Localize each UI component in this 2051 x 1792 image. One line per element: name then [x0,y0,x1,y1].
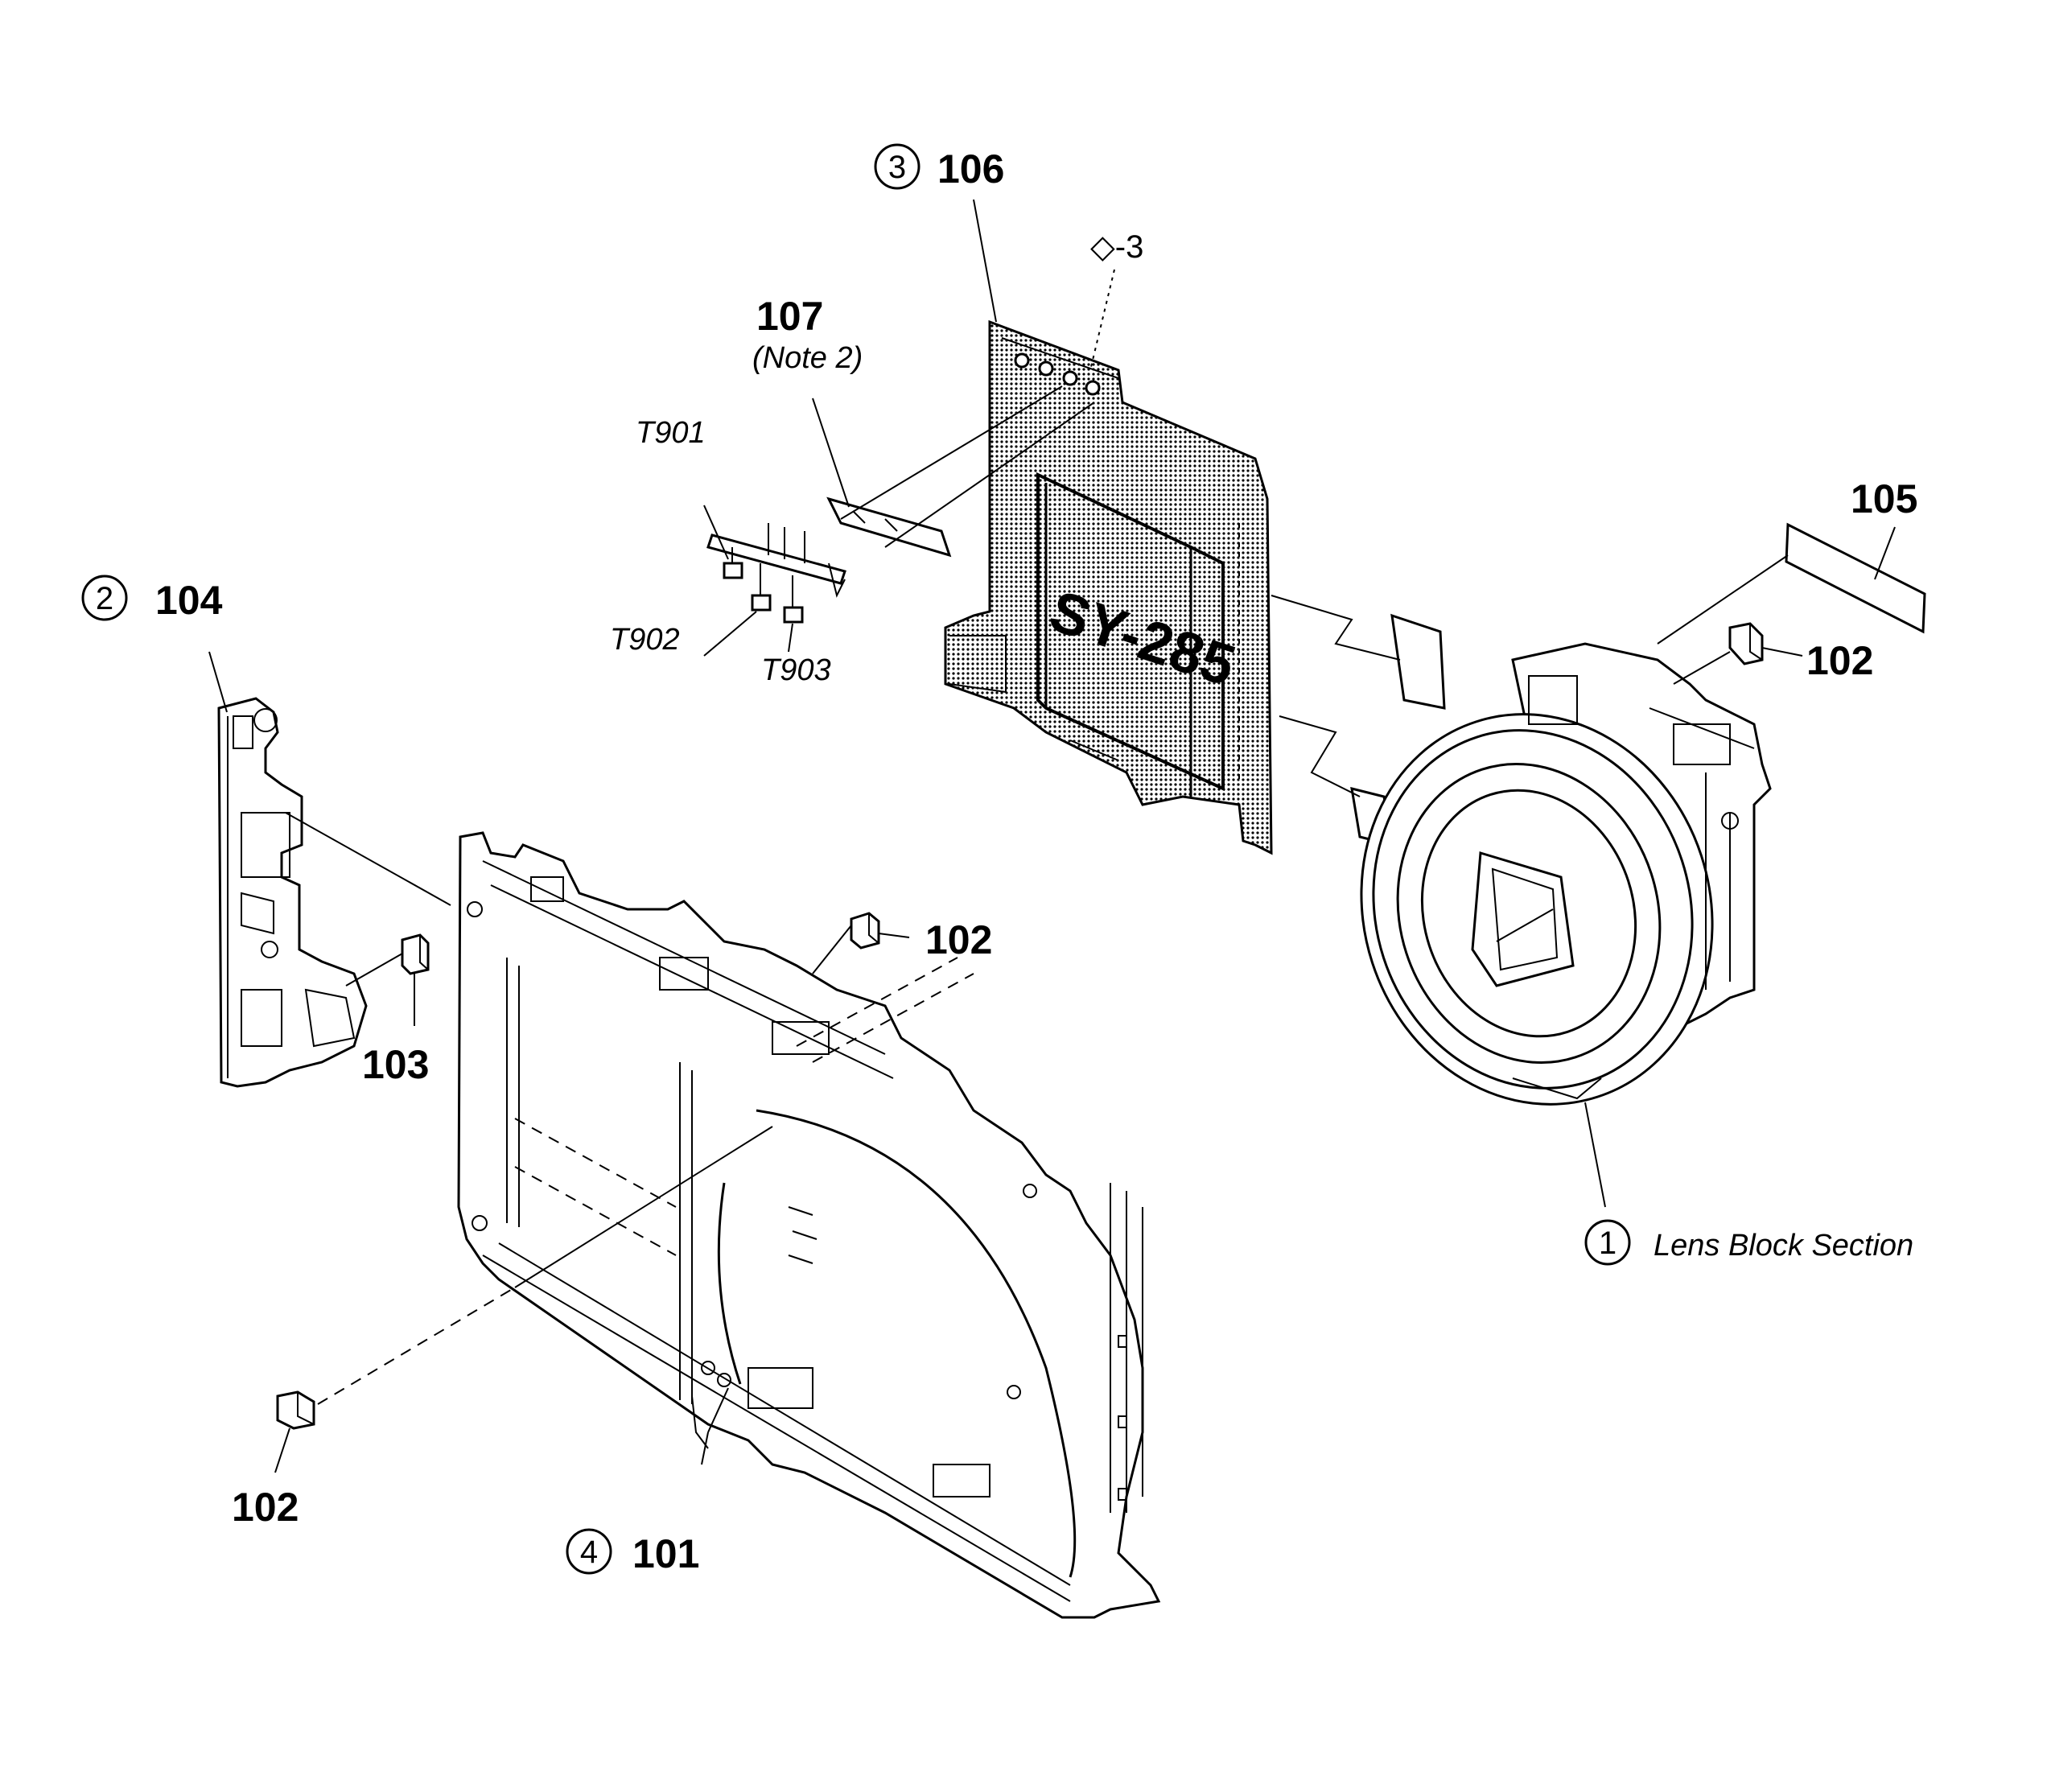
ref-102-mid-label: 102 [925,917,992,962]
svg-text:2: 2 [96,581,113,616]
ref-103-label: 103 [362,1042,429,1087]
circled-number-1: 1 [1584,1219,1631,1266]
ref-104-label: 104 [155,578,223,623]
svg-text:3: 3 [888,150,906,185]
lens-block-section-label: Lens Block Section [1654,1229,1913,1263]
svg-text:1: 1 [1599,1226,1617,1261]
lens-block [1350,613,1772,1106]
note-107-label: (Note 2) [752,341,863,375]
frame-101 [457,831,1161,1619]
ref-106-label: 106 [937,146,1004,192]
leader-lines [208,199,1896,1473]
ref-102-right-label: 102 [1806,638,1873,683]
spacer-102-right [1728,622,1764,665]
ref-101-label: 101 [632,1531,699,1576]
circled-number-4: 4 [566,1528,612,1575]
spacer-103 [401,933,430,975]
circled-number-2: 2 [81,575,128,621]
strip-107 [826,496,952,558]
circled-number-3: 3 [874,143,920,190]
ref-102-left-label: 102 [232,1485,299,1530]
ref-d3-label: ◇-3 [1090,229,1143,265]
ref-t901-label: T901 [636,416,706,450]
terminals-t901-t903 [706,523,846,624]
ref-107-label: 107 [756,294,823,339]
ref-t902-label: T902 [610,623,680,657]
ref-105-label: 105 [1851,476,1917,521]
strip-105 [1785,522,1926,634]
ref-t903-label: T903 [761,653,831,687]
svg-text:4: 4 [580,1535,598,1570]
bracket-104 [217,697,368,1088]
spacer-102-left [276,1390,315,1430]
spacer-102-mid [850,912,880,950]
board-106: SY-285 [944,319,1273,855]
